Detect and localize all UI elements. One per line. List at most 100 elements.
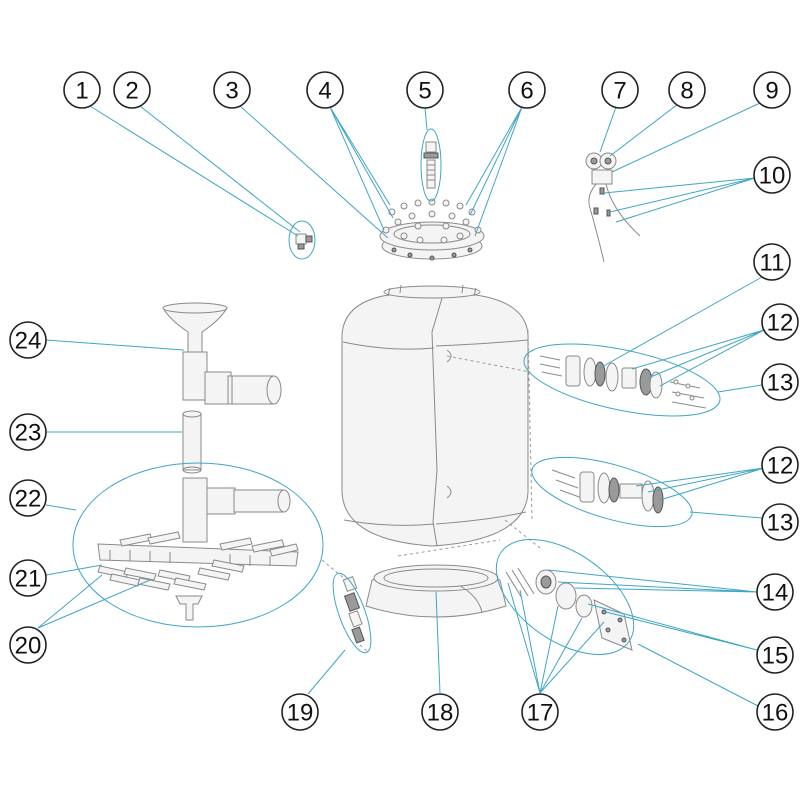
callout-23: 23 <box>9 413 47 451</box>
lateral-pipes-shape <box>123 567 157 581</box>
leader-12-lower <box>635 467 765 501</box>
base-stand <box>365 564 507 618</box>
callout-10: 10 <box>753 156 791 194</box>
drain-fitting-shape <box>359 644 369 653</box>
leader-2 <box>139 105 301 233</box>
pressure-gauge-set-shape <box>599 187 605 195</box>
leader-13-lower <box>689 511 763 519</box>
lid-bolts-shape <box>400 232 408 240</box>
pressure-gauge-set-shape <box>604 157 612 165</box>
callout-21: 21 <box>9 559 47 597</box>
upper-side-connection-shape <box>675 391 681 397</box>
upper-side-connection-shape <box>605 362 619 392</box>
center-pipe-shape <box>182 466 202 474</box>
filter-tank-shape <box>504 519 541 549</box>
callout-label: 19 <box>287 700 314 727</box>
top-diffuser-assembly-shape <box>162 307 228 353</box>
drain-connection-shape <box>621 637 627 643</box>
lid-bolts-shape <box>440 236 448 244</box>
upper-side-connection-shape <box>583 357 597 387</box>
lateral-pipes-shape <box>109 573 141 587</box>
lid-bolts-shape <box>442 199 450 207</box>
callout-3: 3 <box>213 71 251 109</box>
callout-circle <box>9 413 47 451</box>
upper-side-connection-shape <box>673 379 679 385</box>
callout-8: 8 <box>668 71 706 109</box>
callout-label: 7 <box>613 78 626 105</box>
leader-6 <box>465 106 523 237</box>
callout-circle <box>406 71 444 109</box>
upper-side-connection-shape <box>685 383 691 389</box>
drain-valve-shape <box>305 235 313 243</box>
callout-11: 11 <box>753 243 791 281</box>
callout-label: 20 <box>15 633 42 660</box>
leader-4 <box>329 106 394 231</box>
center-pipe-shape <box>182 413 202 471</box>
lateral-pipes-shape <box>269 543 299 557</box>
pressure-gauge-set-shape <box>590 157 598 165</box>
callout-circle <box>753 71 791 109</box>
leader-20 <box>37 574 151 629</box>
lid-bolts-shape <box>428 210 436 218</box>
callout-13-upper: 13 <box>761 363 799 401</box>
callout-14: 14 <box>756 573 794 611</box>
callout-12-lower: 12 <box>761 446 799 484</box>
lateral-manifold-assembly-shape <box>97 543 299 567</box>
leader-7 <box>599 106 617 153</box>
drain-fitting-shape <box>343 592 361 612</box>
filter-tank-shape <box>435 339 529 347</box>
callout-label: 4 <box>318 78 331 105</box>
upper-side-connection <box>539 355 707 409</box>
callout-label: 12 <box>767 453 794 480</box>
callout-circle <box>756 693 794 731</box>
lower-side-connection-shape <box>551 469 583 499</box>
vent-fitting <box>423 141 439 189</box>
lid-bolts-shape <box>407 252 413 258</box>
leader-12-upper <box>631 329 765 387</box>
callout-4: 4 <box>306 71 344 109</box>
lid-bolts-shape <box>408 212 416 220</box>
drain-fitting-shape <box>351 626 365 644</box>
callout-16: 16 <box>756 693 794 731</box>
lid-bolts-shape <box>391 247 397 253</box>
upper-side-connection-shape <box>565 355 581 387</box>
callout-circle <box>753 156 791 194</box>
callout-circle <box>421 693 459 731</box>
leader-19 <box>307 649 346 695</box>
leader-3 <box>239 105 389 239</box>
callout-label: 1 <box>75 78 88 105</box>
leader-1 <box>89 105 299 237</box>
callout-22: 22 <box>9 479 47 517</box>
upper-side-connection-shape <box>689 395 695 401</box>
callout-circle <box>761 363 799 401</box>
tank-lid-shape <box>379 221 485 251</box>
callout-circle <box>9 479 47 517</box>
callout-label: 2 <box>125 78 138 105</box>
top-diffuser-assembly <box>162 302 282 405</box>
callout-6: 6 <box>508 71 546 109</box>
lateral-pipes-shape <box>173 577 207 591</box>
lateral-manifold-assembly-shape <box>182 477 208 543</box>
lateral-manifold-assembly-shape <box>206 487 236 515</box>
lid-bolts-shape <box>429 255 435 261</box>
callout-label: 17 <box>527 700 554 727</box>
callout-circle <box>668 71 706 109</box>
lower-side-connection-shape <box>608 477 620 503</box>
callout-1: 1 <box>63 71 101 109</box>
callout-circle <box>508 71 546 109</box>
callout-label: 10 <box>759 163 786 190</box>
drain-fitting-shape <box>348 610 363 628</box>
filter-tank-shape <box>446 349 452 363</box>
lid-bolts-shape <box>456 202 464 210</box>
drain-connection-shape <box>555 582 577 610</box>
callout-group-ellipse-lower-connection <box>531 456 693 528</box>
lateral-pipes-shape <box>137 577 171 591</box>
leader-21 <box>45 564 103 576</box>
lateral-pipes-shape <box>147 531 181 545</box>
leader-10 <box>603 177 756 223</box>
leader-18 <box>435 591 441 694</box>
lid-bolts-shape <box>414 199 422 207</box>
lateral-manifold-assembly-shape <box>109 550 271 566</box>
callout-circle <box>9 559 47 597</box>
lid-bolts-shape <box>462 218 470 226</box>
